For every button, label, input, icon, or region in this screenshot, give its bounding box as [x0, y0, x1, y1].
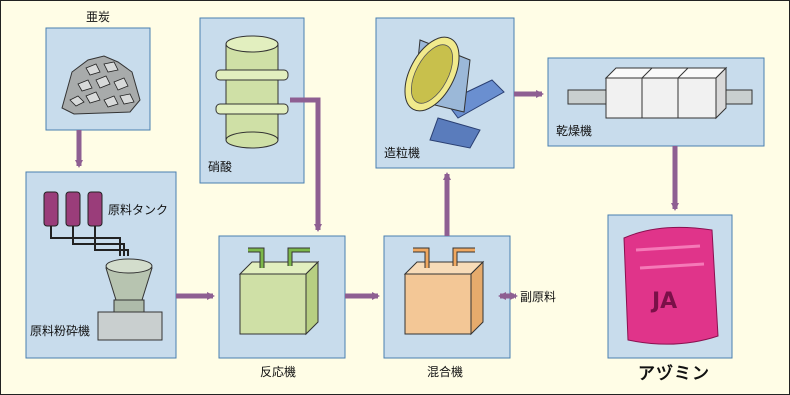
arrow-nitric-to-reactor — [290, 97, 322, 232]
granulator-icon — [404, 36, 505, 149]
reactor-icon — [238, 247, 320, 336]
product-bag-print: JA — [650, 289, 677, 314]
label-product: アヅミン — [638, 364, 710, 384]
raw-crusher-icon — [97, 258, 163, 341]
product-bag-icon: JA — [623, 226, 719, 345]
raw-tank-icon — [43, 191, 129, 256]
label-mixer: 混合機 — [427, 365, 464, 379]
label-sub-material: 副原料 — [520, 290, 557, 304]
label-dryer: 乾燥機 — [556, 124, 593, 138]
label-raw-crusher: 原料粉砕機 — [30, 324, 91, 338]
flow-arrows — [75, 90, 679, 300]
label-raw-tank: 原料タンク — [108, 203, 169, 217]
label-anthracite: 亜炭 — [86, 10, 111, 24]
nitric-acid-drum-icon — [215, 35, 289, 149]
dryer-drum-icon — [567, 66, 753, 120]
label-reactor: 反応機 — [260, 365, 297, 379]
label-granulator: 造粒機 — [384, 146, 421, 160]
label-nitric-acid: 硝酸 — [208, 160, 233, 174]
anthracite-pile-icon — [61, 55, 141, 115]
mixer-icon — [403, 247, 485, 336]
